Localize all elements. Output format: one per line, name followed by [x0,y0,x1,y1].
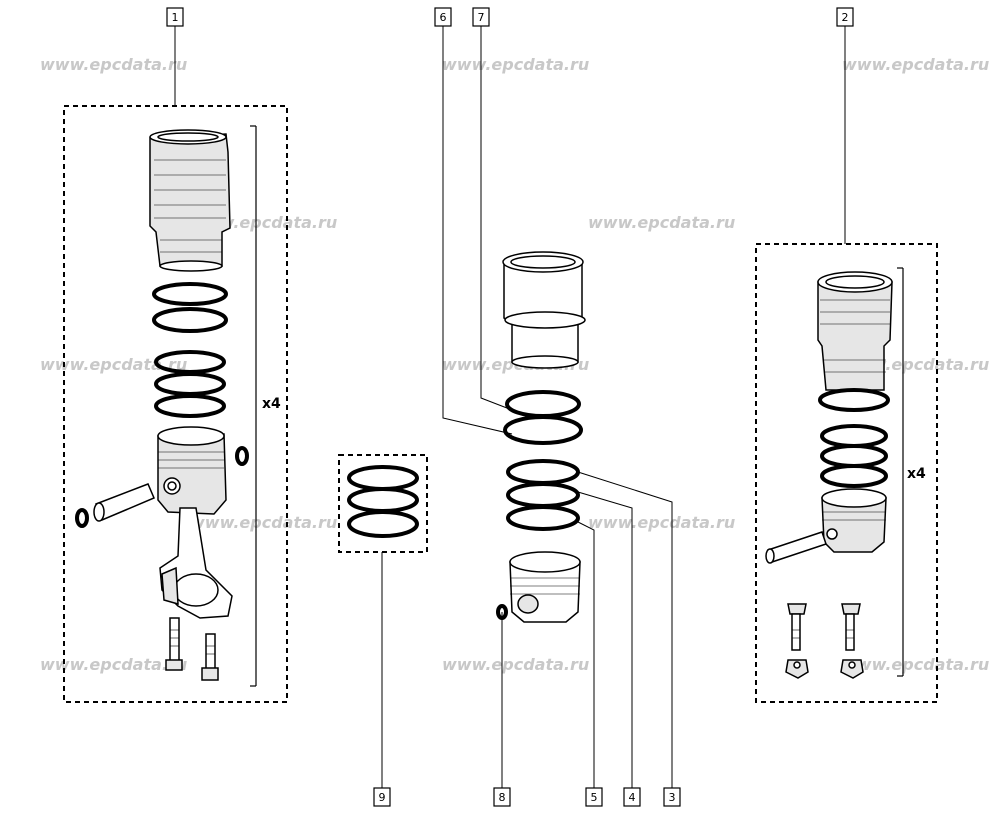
ring-set-frame [338,454,428,553]
center-cylinder-liner [502,251,586,369]
leader-line-7 [480,26,513,411]
quantity-bracket-right: x4 [897,267,926,677]
right-big-end-nut-right [840,659,864,679]
callout-label: 7 [478,11,485,24]
center-liner-seal-6 [503,415,583,445]
right-piston-rings [820,424,888,488]
right-liner-seal [818,388,890,412]
watermark: www.epcdata.ru [40,55,187,74]
center-piston-ring-3 [506,459,580,485]
center-circlip-8 [496,604,508,620]
callout-9[interactable]: 9 [373,787,391,807]
quantity-label-right: x4 [907,466,926,482]
leader-line-5 [577,521,595,788]
quantity-label-left: x4 [262,396,281,412]
left-circlip-right [235,446,249,466]
watermark: www.epcdata.ru [40,355,187,374]
callout-label: 5 [591,791,598,804]
right-gudgeon-pin [765,531,827,564]
right-big-end-bolt-left [787,603,807,651]
left-big-end-bolt [165,617,183,671]
watermark: www.epcdata.ru [442,55,589,74]
callout-label: 9 [379,791,386,804]
callout-label: 2 [842,11,849,24]
right-piston [821,488,887,553]
left-big-end-nut-bolt [201,633,219,681]
watermark: www.epcdata.ru [842,655,989,674]
leader-line-6 [442,26,513,435]
callout-3[interactable]: 3 [663,787,681,807]
left-gudgeon-pin [93,483,155,522]
leader-line-3 [577,471,673,788]
callout-6[interactable]: 6 [434,7,452,27]
center-piston-ring-5 [506,505,580,531]
center-piston [509,551,581,623]
watermark: www.epcdata.ru [442,655,589,674]
left-connecting-rod [159,507,233,619]
kit-group-1-frame [63,105,288,703]
left-liner-seals [152,282,228,333]
kit-group-2-frame [755,243,938,703]
callout-7[interactable]: 7 [472,7,490,27]
left-piston-rings [154,350,226,418]
watermark: www.epcdata.ru [588,513,735,532]
callout-4[interactable]: 4 [623,787,641,807]
left-circlip-left [75,508,89,528]
left-cylinder-liner [149,129,231,272]
left-piston [157,426,227,515]
callout-label: 1 [172,11,179,24]
watermark: www.epcdata.ru [190,513,337,532]
callout-label: 6 [440,11,447,24]
callout-8[interactable]: 8 [493,787,511,807]
right-cylinder-liner [817,271,893,391]
center-liner-seal-7 [505,390,581,418]
watermark: www.epcdata.ru [588,213,735,232]
callout-label: 8 [499,791,506,804]
right-big-end-nut-left [785,659,809,679]
callout-1[interactable]: 1 [166,7,184,27]
right-big-end-bolt-right [841,603,861,651]
callout-label: 3 [669,791,676,804]
leader-line-4 [577,491,633,788]
callout-label: 4 [629,791,636,804]
callout-2[interactable]: 2 [836,7,854,27]
watermark: www.epcdata.ru [40,655,187,674]
watermark: www.epcdata.ru [842,55,989,74]
quantity-bracket-left: x4 [250,125,281,687]
leader-lines [174,26,846,788]
callout-5[interactable]: 5 [585,787,603,807]
ring-set-9 [347,465,419,538]
center-piston-ring-4 [506,482,580,508]
